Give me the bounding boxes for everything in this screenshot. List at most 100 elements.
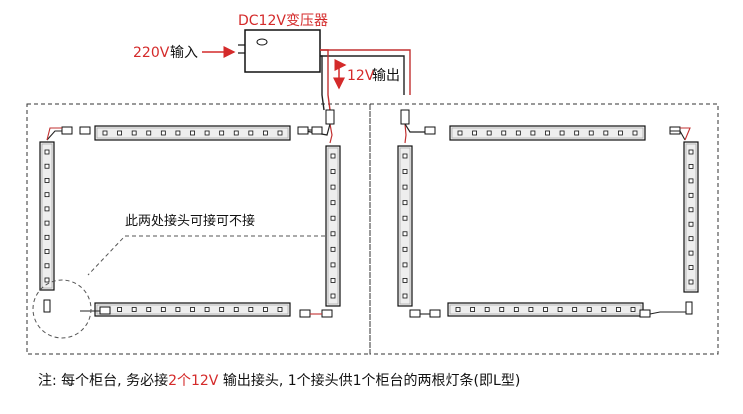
led-chip xyxy=(44,149,50,155)
led-chip xyxy=(603,130,609,136)
led-chip xyxy=(688,192,694,198)
led-chip xyxy=(402,246,408,252)
led-chip xyxy=(513,307,519,312)
led-chip xyxy=(175,307,181,312)
led-chip xyxy=(688,178,694,184)
led-chip xyxy=(545,130,550,136)
led-chip xyxy=(330,262,336,268)
note-suffix: 输出接头, 1个接头供1个柜台的两根灯条(即L型) xyxy=(218,373,521,389)
led-chip xyxy=(330,293,336,299)
transformer-label: DC12V变压器 xyxy=(238,13,328,29)
led-chip xyxy=(402,231,408,237)
led-chip xyxy=(601,307,607,312)
led-chip xyxy=(44,178,50,183)
led-chip xyxy=(277,130,283,136)
note-highlight: 2个12V xyxy=(168,373,219,389)
strip-left-top xyxy=(94,125,291,141)
led-chip xyxy=(402,169,408,174)
led-chip xyxy=(44,234,50,240)
led-chip xyxy=(499,307,505,312)
led-chip xyxy=(44,263,50,269)
led-strips xyxy=(39,125,699,317)
led-chip xyxy=(248,307,254,312)
led-chip xyxy=(402,184,408,190)
led-chip xyxy=(402,278,408,283)
led-chip xyxy=(688,250,694,256)
led-chip xyxy=(330,231,336,237)
led-chip xyxy=(44,277,50,283)
connector-right-cabinet xyxy=(400,109,430,144)
led-chip xyxy=(330,200,336,206)
input-voltage-suffix: 输入 xyxy=(170,45,198,61)
strip-left-right-v-body xyxy=(325,145,341,307)
led-chip xyxy=(472,130,477,136)
footer-note: 注: 每个柜台, 务必接2个12V 输出接头, 1个接头供1个柜台的两根灯条(即… xyxy=(38,370,520,390)
led-chip xyxy=(457,130,463,136)
led-chip xyxy=(131,130,137,136)
led-chip xyxy=(190,307,195,312)
cabinet-left-outline xyxy=(26,103,371,355)
led-chip xyxy=(486,130,492,136)
led-chip xyxy=(330,246,336,252)
led-chip xyxy=(688,279,694,285)
led-chip xyxy=(219,307,225,312)
led-chip xyxy=(160,130,166,136)
led-chip xyxy=(501,130,507,136)
strip-right-bottom xyxy=(447,302,644,317)
led-chip xyxy=(233,130,239,136)
connector-left-cabinet xyxy=(299,109,335,144)
led-chip xyxy=(455,307,461,312)
led-chip xyxy=(44,220,50,226)
led-chip xyxy=(330,153,336,159)
led-chip xyxy=(330,169,336,174)
optional-joint-leader xyxy=(87,235,325,276)
led-chip xyxy=(263,307,268,312)
led-chip xyxy=(263,130,268,136)
led-chip xyxy=(44,163,50,169)
strip-left-vertical xyxy=(39,141,55,291)
led-chip xyxy=(117,130,122,136)
strip-right-right-v-body xyxy=(683,141,699,293)
led-chip xyxy=(688,164,694,169)
strip-right-right-v xyxy=(683,141,699,293)
optional-joint-note: 此两处接头可接可不接 xyxy=(125,213,255,229)
led-chip xyxy=(248,130,254,136)
led-chip xyxy=(618,130,623,136)
led-chip xyxy=(402,200,408,206)
led-chip xyxy=(688,236,694,242)
led-chip xyxy=(688,265,694,270)
led-chip xyxy=(630,307,636,312)
strip-right-left-v xyxy=(397,145,413,307)
led-chip xyxy=(330,278,336,283)
strip-left-right-v xyxy=(325,145,341,307)
input-voltage-value: 220V xyxy=(133,45,170,61)
transformer-indicator-icon xyxy=(256,38,268,46)
led-chip xyxy=(190,130,195,136)
led-chip xyxy=(44,249,50,254)
led-chip xyxy=(233,307,239,312)
strip-right-left-v-body xyxy=(397,145,413,307)
output-wires xyxy=(320,49,411,111)
led-chip xyxy=(102,130,108,136)
led-chip xyxy=(330,215,336,221)
led-chip xyxy=(204,307,210,312)
led-chip xyxy=(484,307,490,312)
strip-end-wires xyxy=(46,127,691,315)
led-chip xyxy=(572,307,578,312)
output-voltage-suffix: 输出 xyxy=(372,68,400,84)
led-chip xyxy=(175,130,181,136)
led-chip xyxy=(131,307,137,312)
led-chip xyxy=(277,307,283,312)
led-chip xyxy=(146,130,152,136)
led-chip xyxy=(44,192,50,198)
led-chip xyxy=(574,130,580,136)
transformer xyxy=(238,29,321,73)
led-chip xyxy=(559,130,565,136)
strip-right-top xyxy=(449,125,646,141)
led-chip xyxy=(557,307,563,312)
led-chip xyxy=(632,130,638,136)
led-chip xyxy=(688,221,694,227)
led-chip xyxy=(528,307,534,312)
strip-left-vertical-body xyxy=(39,141,55,291)
